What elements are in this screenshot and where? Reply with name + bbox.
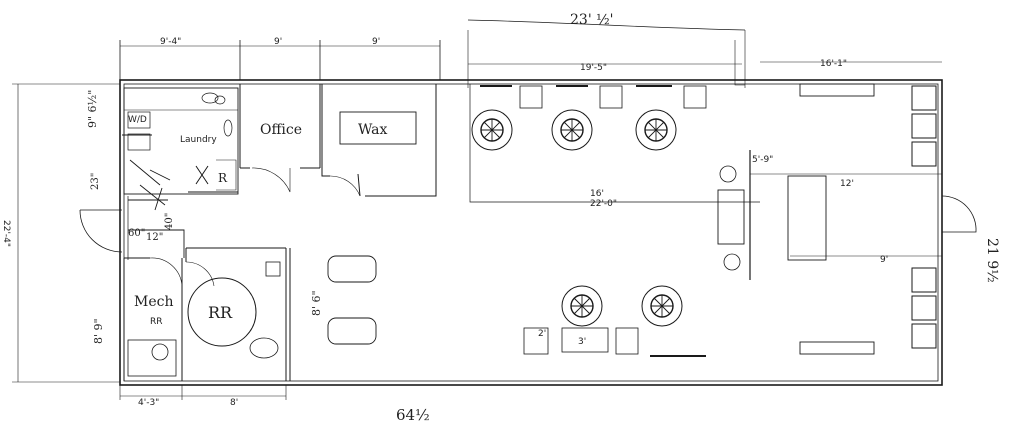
dim-mid-2: 16'	[590, 189, 604, 199]
top-left-rooms	[123, 84, 437, 197]
dim-top-2: 9'	[274, 37, 282, 47]
hall-sketch-details	[79, 92, 238, 260]
top-span-label: 23' ½'	[570, 12, 614, 28]
room-label-laundry: Laundry	[180, 135, 217, 145]
chair-icon	[551, 109, 593, 151]
dim-handwritten-4: 12"	[146, 232, 163, 243]
stations-bottom-row	[523, 327, 706, 357]
mech-code-label: RR	[150, 317, 163, 327]
dim-top-4: 19'-5"	[580, 63, 607, 73]
dim-handwritten-5: 40"	[164, 213, 175, 230]
dim-bot-2: 8'	[230, 398, 238, 408]
dim-mid-5: 9'	[880, 255, 888, 265]
top-dimension-lines	[119, 19, 942, 88]
dim-top-1: 9'-4"	[160, 37, 181, 47]
room-label-rr: RR	[208, 303, 233, 322]
salon-main-floor	[469, 84, 977, 280]
room-label-r: R	[218, 171, 228, 185]
room-label-mech: Mech	[134, 294, 173, 310]
dim-bot-3: 3'	[578, 337, 586, 347]
dim-bot-4: 2'	[538, 329, 546, 339]
building-outline	[119, 79, 943, 386]
room-label-wd: W/D	[128, 115, 147, 125]
pedi-dimension: 8' 6"	[310, 290, 323, 316]
dim-top-5: 16'-1"	[820, 59, 847, 69]
dim-mid-4: 12'	[840, 179, 854, 189]
bottom-left-rooms	[123, 247, 377, 381]
room-label-wax: Wax	[358, 122, 388, 138]
dim-bot-1: 4'-3"	[138, 398, 159, 408]
left-dimension-line	[12, 83, 120, 383]
overall-width-label: 21 9½	[984, 238, 1000, 283]
stations-top-row	[480, 85, 707, 109]
chair-icon	[561, 285, 603, 327]
waiting-seats	[799, 83, 937, 355]
dim-top-3: 9'	[372, 37, 380, 47]
chair-icon	[641, 285, 683, 327]
room-label-office: Office	[260, 122, 302, 138]
chair-icon	[471, 109, 513, 151]
dim-mid-3: 5'-9"	[752, 155, 773, 165]
dim-handwritten-1: 9" 6½"	[86, 90, 99, 128]
bottom-dimension-lines	[119, 385, 287, 400]
mech-dimension: 8' 9"	[92, 318, 105, 344]
styling-chairs	[471, 109, 683, 327]
overall-length-label: 64½	[396, 406, 430, 424]
dim-handwritten-3: 60"	[128, 228, 145, 239]
left-depth-label: 22'-4"	[1, 220, 11, 247]
dim-handwritten-2: 23"	[90, 173, 101, 190]
dim-mid-1: 22'-0"	[590, 199, 617, 209]
chair-icon	[635, 109, 677, 151]
